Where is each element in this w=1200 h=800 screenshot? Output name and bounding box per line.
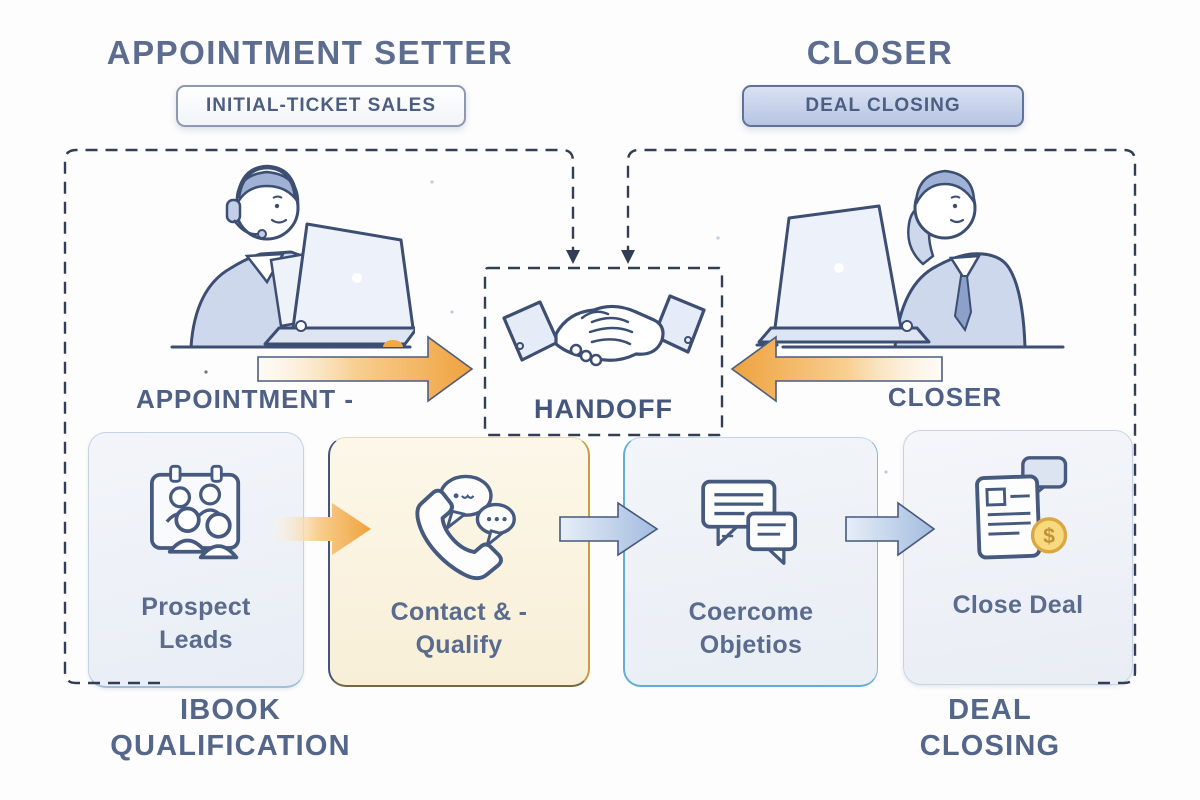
card-label-line: Close Deal	[952, 591, 1084, 619]
title-closer: CLOSER	[806, 34, 954, 71]
closer-eye	[952, 203, 958, 209]
footer-line: CLOSING	[919, 730, 1061, 762]
laptop-screen-glare	[352, 273, 362, 283]
badge-deal-closing: DEAL CLOSING	[742, 85, 1024, 127]
left-cuff	[502, 300, 560, 362]
down-arrowhead	[566, 250, 580, 264]
closer-resting-hand	[901, 320, 913, 332]
card-label: Contact & - Qualify	[391, 596, 528, 662]
down-arrowhead	[621, 250, 635, 264]
prospect-group-icon	[135, 451, 257, 583]
badge-deal-closing-text: DEAL CLOSING	[805, 95, 961, 116]
chat-objections-icon	[690, 456, 812, 588]
contract-document	[975, 474, 1042, 560]
knuckle	[589, 353, 603, 367]
card-label-line: Objetios	[699, 631, 803, 659]
speckle	[430, 180, 434, 184]
card-label-line: Qualify	[415, 631, 503, 659]
card-contact-qualify: Contact & - Qualify	[328, 437, 590, 687]
speckle	[204, 370, 208, 374]
footer-line: IBOOK	[179, 694, 282, 726]
speckle	[716, 236, 720, 240]
footer-line: DEAL	[948, 694, 1032, 726]
knuckle	[569, 343, 583, 357]
setter-hand	[295, 320, 307, 332]
board-pin	[210, 464, 223, 483]
title-appointment-setter: APPOINTMENT SETTER	[106, 34, 514, 71]
card-label-line: Leads	[159, 626, 233, 654]
speckle	[450, 310, 454, 314]
card-label: Coercome Objetios	[689, 596, 814, 662]
dollar-sign: $	[1043, 524, 1055, 548]
card-overcome-objections: Coercome Objetios	[623, 437, 878, 687]
chat-box	[746, 511, 797, 552]
phone-chat-icon	[396, 456, 522, 588]
handshake-icon	[502, 294, 706, 367]
setter-eye	[274, 203, 280, 209]
headset-mic	[257, 229, 267, 239]
card-close-deal: $ Close Deal	[903, 430, 1133, 685]
laptop-screen-glare	[834, 263, 844, 273]
closer-flow-label: CLOSER	[887, 382, 1003, 412]
footer-line: QUALIFICATION	[110, 730, 351, 762]
contract-money-icon: $	[955, 449, 1081, 581]
closer-illustration	[755, 169, 1065, 349]
card-label-line: Prospect	[141, 593, 251, 621]
card-label-line: Coercome	[688, 598, 814, 626]
board-pin	[169, 464, 182, 483]
footer-label-deal-closing: DEAL CLOSING	[855, 692, 1125, 764]
card-label: Close Deal	[953, 589, 1084, 622]
card-label-line: Contact & -	[390, 598, 528, 626]
handoff-label: HANDOFF	[534, 394, 673, 424]
knuckle	[579, 349, 593, 363]
appointment-label: APPOINTMENT -	[135, 384, 355, 414]
appointment-setter-illustration	[170, 164, 415, 349]
headset-earcup	[225, 198, 242, 224]
speckle	[884, 470, 888, 474]
footer-label-book-qualification: IBOOK QUALIFICATION	[78, 692, 383, 764]
card-label: Prospect Leads	[141, 591, 250, 657]
card-prospect-leads: Prospect Leads	[88, 432, 304, 688]
badge-initial-ticket-sales: INITIAL-TICKET SALES	[176, 85, 466, 127]
badge-initial-ticket-sales-text: INITIAL-TICKET SALES	[205, 95, 437, 116]
